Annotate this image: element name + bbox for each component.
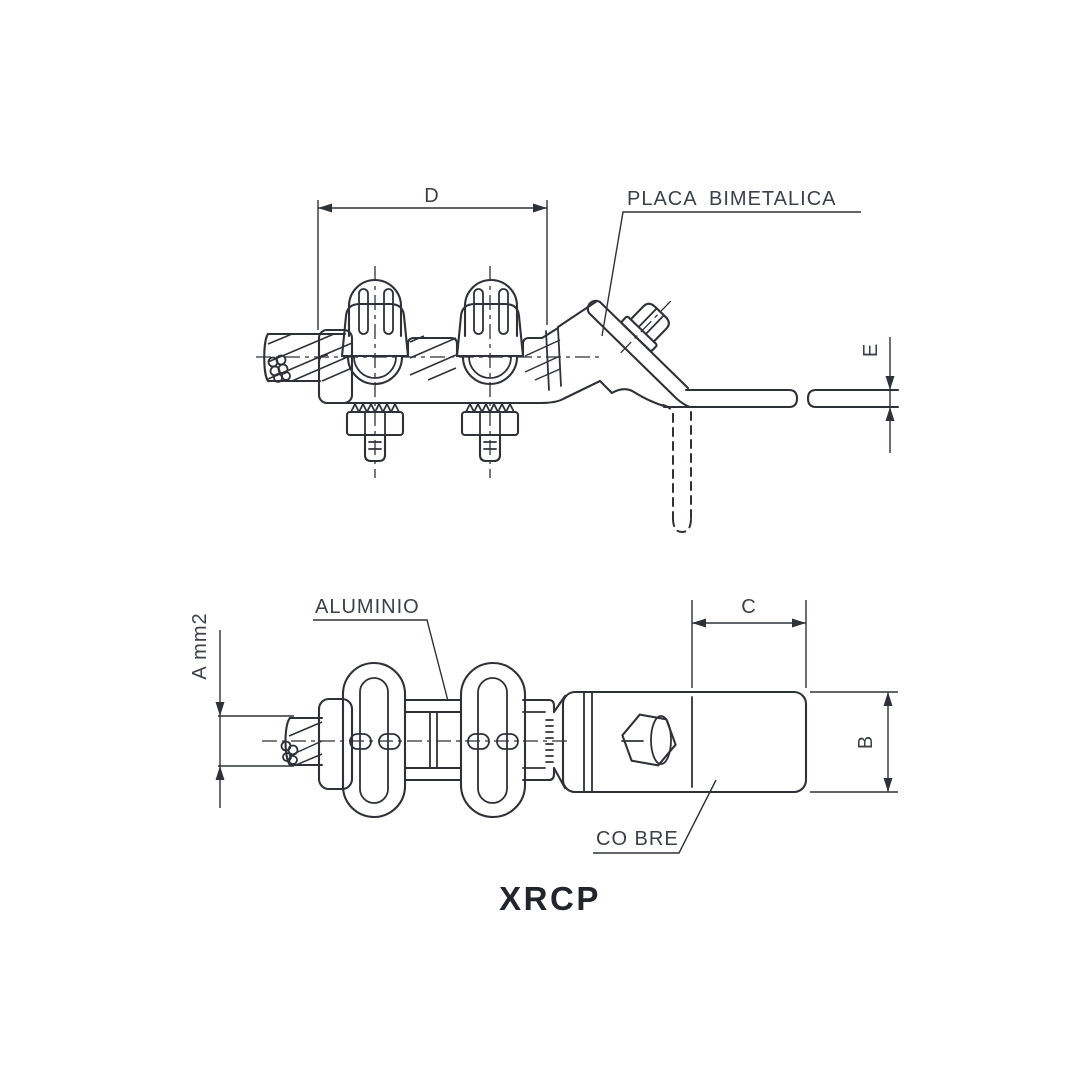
left-cap-plan <box>317 697 354 791</box>
nut-assembly-1 <box>345 403 405 463</box>
body-right-face <box>545 330 550 391</box>
u-bolt-1 <box>347 278 403 338</box>
cable-hatching-plan <box>288 721 323 766</box>
aluminum-callout-leader <box>313 619 449 702</box>
conductor-cable <box>263 332 561 383</box>
plate-bolt <box>620 300 672 354</box>
conductor-cable-plan <box>280 716 324 767</box>
dim-e-label: E <box>860 343 882 357</box>
dim-a-label: A mm2 <box>189 612 211 679</box>
hex-nut-1 <box>345 410 405 437</box>
aluminum-callout-label: ALUMINIO <box>315 596 420 618</box>
dimension-a: A mm2 <box>189 612 294 808</box>
dimension-d: D <box>317 185 548 330</box>
bimetallic-plate <box>586 299 692 409</box>
aluminum-callout: ALUMINIO <box>313 596 449 702</box>
product-code-title: XRCP <box>499 880 601 917</box>
saddle2 <box>461 355 519 386</box>
ubolt1-outer-plan <box>341 661 407 819</box>
bolt-head <box>629 302 670 343</box>
stud-threads-plan <box>545 719 554 763</box>
clamp1-cap <box>340 302 410 358</box>
clamp-body-plan <box>317 661 567 819</box>
dimension-c: C <box>691 596 807 688</box>
plate-callout: PLACA BIMETALICA <box>601 188 861 337</box>
plate-callout-leader <box>601 211 861 337</box>
hex-bolt-plan <box>621 713 677 767</box>
ubolt2-outer-plan <box>459 661 527 819</box>
bolt-axis <box>620 300 672 354</box>
bottom-view: A mm2 C B ALUMINIO CO BRE <box>189 596 898 854</box>
mid-connector <box>406 336 459 358</box>
stud-1 <box>363 433 387 463</box>
plate-seat-edge <box>556 299 599 329</box>
copper-callout-leader <box>593 779 717 854</box>
stud-2 <box>478 433 502 463</box>
hex-nut-2 <box>460 410 520 437</box>
terminal-blade <box>662 388 900 409</box>
dimension-b: B <box>810 691 898 793</box>
top-view: D E PLACA BIMETALICA <box>256 185 900 534</box>
dim-b-label: B <box>855 735 877 749</box>
blade-alt-position-hidden <box>662 404 692 534</box>
dimension-e: E <box>860 337 895 453</box>
clamp-body <box>317 302 666 408</box>
copper-callout: CO BRE <box>593 779 717 854</box>
u-bolt-2 <box>463 278 519 338</box>
saddle1 <box>346 355 404 386</box>
ubolt1-inner-plan <box>359 677 389 804</box>
copper-terminal-plan <box>561 690 808 794</box>
nut-assembly-2 <box>460 403 520 463</box>
copper-callout-label: CO BRE <box>596 828 679 850</box>
dim-c-label: C <box>741 596 756 618</box>
cable-hatching <box>267 333 561 382</box>
ubolt2-inner-plan <box>477 677 508 804</box>
copper-pad <box>561 690 808 794</box>
right-connector <box>521 326 560 358</box>
plate-callout-label: PLACA BIMETALICA <box>627 188 836 210</box>
dim-d-label: D <box>424 185 439 207</box>
